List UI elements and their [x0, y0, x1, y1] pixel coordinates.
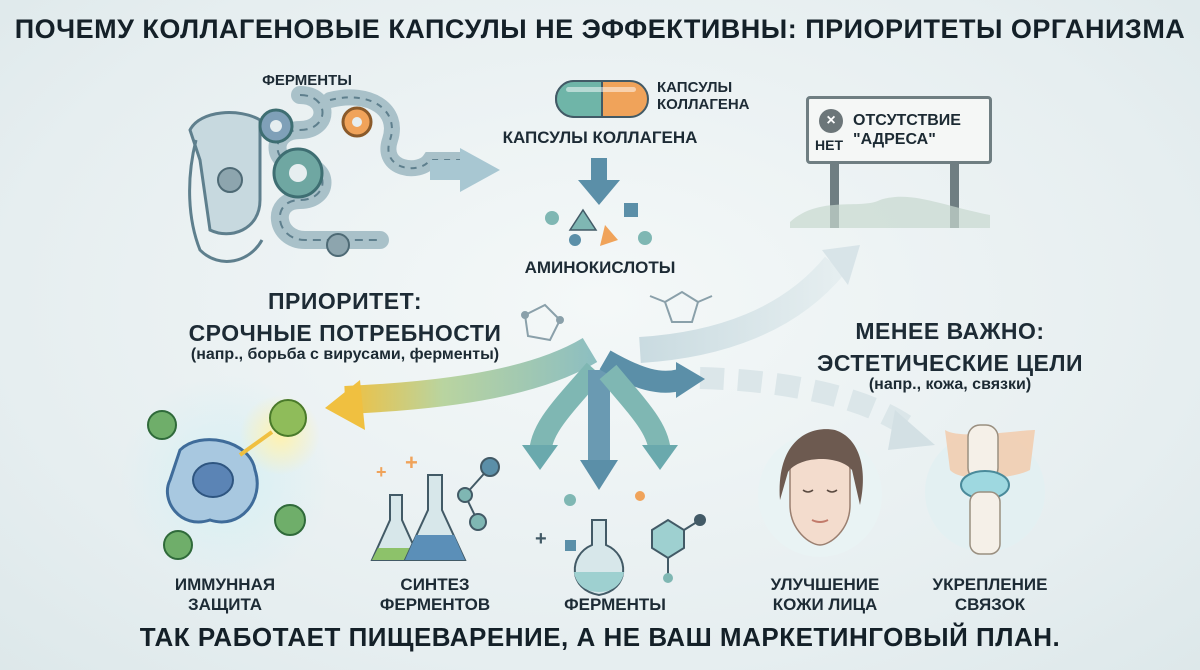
- immune-label: ИММУННАЯ ЗАЩИТА: [150, 575, 300, 614]
- footer-caption: ТАК РАБОТАЕТ ПИЩЕВАРЕНИЕ, А НЕ ВАШ МАРКЕ…: [139, 622, 1061, 652]
- svg-text:+: +: [376, 462, 387, 482]
- svg-text:+: +: [405, 450, 418, 475]
- synthesis-label-line1: СИНТЕЗ: [400, 575, 470, 594]
- capsule-side-label-line2: КОЛЛАГЕНА: [657, 96, 750, 114]
- flask-icon: + +: [370, 450, 467, 561]
- fade-arrow-ligament-head: [888, 410, 935, 450]
- x-icon: ×: [819, 109, 843, 133]
- knee-joint-icon: [925, 424, 1045, 555]
- sign-post-icon: [790, 158, 990, 228]
- synthesis-label: СИНТЕЗ ФЕРМЕНТОВ: [360, 575, 510, 614]
- no-address-sign: × НЕТ ОТСУТСТВИЕ "АДРЕСА": [806, 96, 992, 164]
- sign-text: ОТСУТСТВИЕ "АДРЕСА": [853, 111, 987, 149]
- fade-arrow-ligament: [699, 367, 912, 435]
- priority-heading-line2: СРОЧНЫЕ ПОТРЕБНОСТИ: [188, 320, 502, 347]
- capsule-side-label: КАПСУЛЫ КОЛЛАГЕНА: [657, 79, 750, 114]
- enzyme-flask-icon: +: [535, 491, 645, 597]
- fade-arrow-sign: [639, 256, 846, 363]
- ligament-label-line1: УКРЕПЛЕНИЕ: [932, 575, 1048, 594]
- priority-note: (напр., борьба с вирусами, ферменты): [190, 346, 500, 363]
- skin-label: УЛУЧШЕНИЕ КОЖИ ЛИЦА: [745, 575, 905, 614]
- sign-text-line1: ОТСУТСТВИЕ: [853, 112, 961, 129]
- sign-net-label: НЕТ: [815, 137, 843, 153]
- digestion-arrow-shaft: [430, 160, 462, 180]
- virus-icon: [147, 399, 307, 560]
- face-icon: [758, 429, 882, 557]
- ligament-label: УКРЕПЛЕНИЕ СВЯЗОК: [910, 575, 1070, 614]
- less-important-heading: МЕНЕЕ ВАЖНО: ЭСТЕТИЧЕСКИЕ ЦЕЛИ: [760, 318, 1140, 377]
- less-important-note: (напр., кожа, связки): [868, 376, 1032, 393]
- enzymes-label-top: ФЕРМЕНТЫ: [262, 72, 352, 89]
- priority-heading-line1: ПРИОРИТЕТ:: [268, 288, 422, 314]
- skin-label-line1: УЛУЧШЕНИЕ: [770, 575, 880, 594]
- enzymes-label-bottom: ФЕРМЕНТЫ: [564, 595, 666, 614]
- down-arrow-icon: [578, 158, 620, 205]
- amino-acids-icon: [545, 203, 652, 246]
- immune-label-line2: ЗАЩИТА: [187, 594, 263, 614]
- fade-arrow-sign-head: [822, 245, 860, 285]
- page-title: ПОЧЕМУ КОЛЛАГЕНОВЫЕ КАПСУЛЫ НЕ ЭФФЕКТИВН…: [14, 14, 1186, 44]
- immune-label-line1: ИММУННАЯ: [174, 575, 276, 594]
- hexagon-molecule-icon: [651, 514, 706, 583]
- capsule-side-label-line1: КАПСУЛЫ: [657, 79, 733, 96]
- gear-icon: [217, 106, 373, 257]
- amino-acids-label: АМИНОКИСЛОТЫ: [524, 258, 676, 277]
- capsule-main-label: КАПСУЛЫ КОЛЛАГЕНА: [502, 128, 698, 147]
- immune-cell-icon: [165, 438, 259, 524]
- synthesis-label-line2: ФЕРМЕНТОВ: [379, 594, 491, 614]
- enzyme-molecule-icon: [457, 457, 500, 531]
- priority-heading: ПРИОРИТЕТ: СРОЧНЫЕ ПОТРЕБНОСТИ: [145, 288, 545, 347]
- branching-arrows: [325, 283, 705, 490]
- less-important-heading-line2: ЭСТЕТИЧЕСКИЕ ЦЕЛИ: [816, 350, 1084, 377]
- sign-text-line2: "АДРЕСА": [853, 131, 936, 149]
- molecule-icon: [521, 290, 713, 342]
- ligament-label-line2: СВЯЗОК: [954, 594, 1026, 614]
- less-important-heading-line1: МЕНЕЕ ВАЖНО:: [855, 318, 1045, 344]
- digestion-arrow: [460, 148, 500, 192]
- svg-text:+: +: [535, 528, 547, 550]
- capsule-icon: [555, 80, 649, 118]
- skin-label-line2: КОЖИ ЛИЦА: [772, 594, 878, 614]
